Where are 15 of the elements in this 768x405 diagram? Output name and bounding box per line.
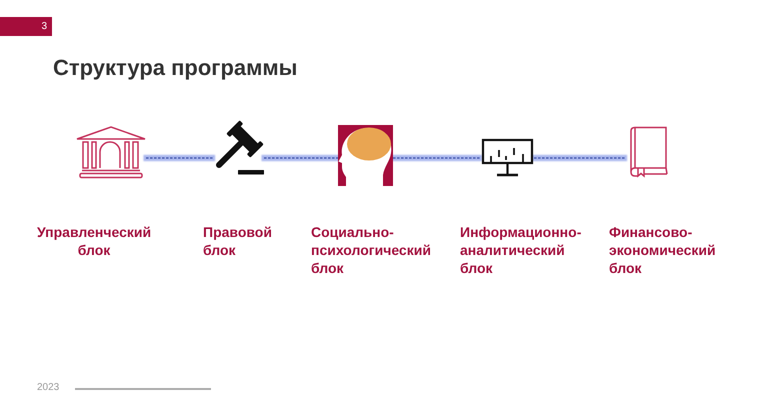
connector-line xyxy=(534,157,626,159)
head-profile-icon xyxy=(338,125,393,186)
page-number: 3 xyxy=(0,17,52,36)
block-caption: Социально-психологический блок xyxy=(311,223,431,277)
columned-building-icon xyxy=(76,125,146,179)
connector-line xyxy=(146,157,214,159)
connector-line xyxy=(393,157,481,159)
year-label: 2023 xyxy=(37,382,60,394)
monitor-chart-icon xyxy=(481,138,534,178)
slide-title: Структура программы xyxy=(53,54,298,82)
block-caption: Информационно-аналитический блок xyxy=(460,223,582,277)
block-caption: Правовой блок xyxy=(203,223,272,259)
connector-line xyxy=(264,157,338,159)
block-caption: Управленческий блок xyxy=(37,223,152,259)
block-caption: Финансово-экономический блок xyxy=(609,223,716,277)
